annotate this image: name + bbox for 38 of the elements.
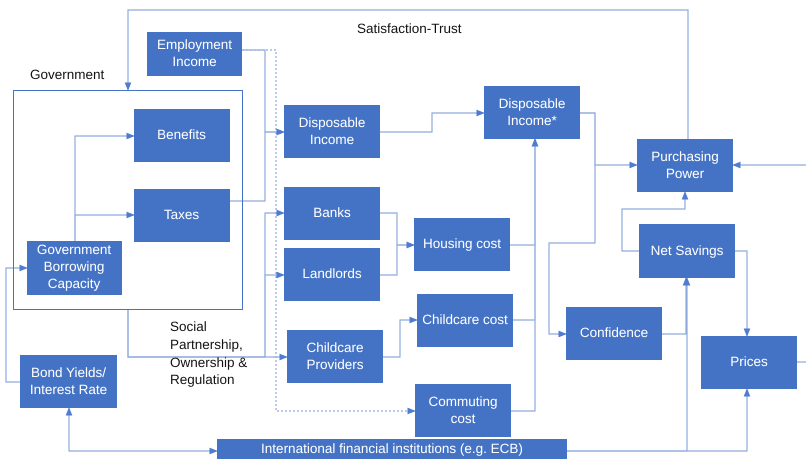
process-box: International financial institutions (e.g. ECB) [217,439,567,459]
arrow [511,138,538,412]
process-box: Net Savings [639,224,735,278]
arrow [380,110,485,133]
process-box: Government Borrowing Capacity [26,240,122,294]
process-box: Banks [284,187,380,240]
process-box: Housing cost [414,218,510,271]
process-box: Prices [701,336,797,389]
group-title: Government [30,67,104,82]
process-box: Purchasing Power [637,139,733,192]
arrow [662,277,690,335]
process-box: Employment Income [147,32,242,76]
arrow [230,128,285,202]
process-box: Disposable Income* [484,86,580,139]
process-box: Taxes [134,188,230,242]
annotation-text: Social Partnership, Ownership & Regulation [170,318,248,390]
process-box: Bond Yields/ Interest Rate [20,355,117,408]
process-box: Childcare Providers [287,330,383,383]
arrow [242,49,416,414]
arrow [548,112,596,338]
process-box: Childcare cost [417,294,513,347]
arrow [732,162,806,168]
arrow [66,407,218,454]
arrow [383,316,418,358]
process-box: Disposable Income [284,105,380,158]
arrow [621,191,688,252]
annotation-text: Satisfaction-Trust [357,20,462,38]
arrow [735,250,750,337]
process-box: Commuting cost [415,384,511,437]
arrow [127,310,288,360]
arrow [5,264,28,383]
process-box: Landlords [284,248,380,301]
arrow [380,242,415,276]
arrow [124,9,689,139]
process-box: Confidence [566,307,662,360]
process-box: Benefits [134,108,230,162]
arrow [567,388,750,452]
arrow [74,212,135,241]
